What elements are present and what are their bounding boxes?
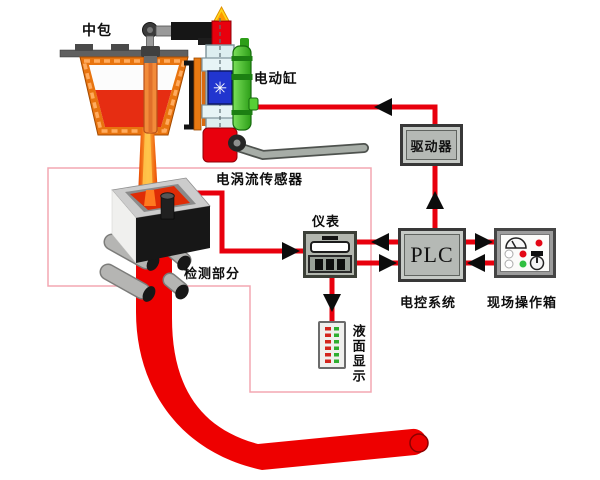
valve-block [207,70,233,105]
level-bars-green [333,327,339,363]
instrument-button [326,258,334,270]
arrow-right-to-plc [379,254,397,272]
mount-bracket [184,60,194,130]
arrow-down-level [323,294,341,312]
plc-box: PLC [398,228,466,282]
instrument-button [315,258,323,270]
mould [111,177,211,264]
eddy-current-sensor-label: 电涡流传感器 [216,172,303,187]
lever-arm-gray [155,25,174,37]
detection-region-outline [47,167,372,393]
flow-arrows [282,98,493,312]
detection-part-label: 检测部分 [184,266,241,281]
electric-cylinder [231,38,259,131]
molten-steel-level [95,90,172,127]
electric-cylinder-label: 电动缸 [254,71,298,86]
instrument-box [303,231,357,278]
strand-end-cap [409,433,429,453]
instrument-label: 仪表 [312,214,341,229]
arrow-up-to-driver [426,191,444,209]
level-display-box [318,321,346,369]
tundish-vessel [59,44,189,136]
indicator-lamp-red [519,250,527,258]
level-display-label: 液面显示 [350,324,366,384]
driver-box: 驱动器 [400,124,463,166]
instrument-top-tab [322,236,338,241]
operation-box-label: 现场操作箱 [487,295,558,310]
cast-strand [136,248,429,470]
impeller-icon: ✳ [213,79,227,99]
instrument-keypad [308,255,352,273]
arrow-right-to-opbox [475,233,493,251]
button-white [504,259,514,269]
indicator-lamp-green [519,260,527,268]
switch-bar [531,251,543,256]
gauge-icon [505,237,527,249]
arrow-right-sensor [282,242,300,260]
column-top-block [211,20,232,46]
instrument-button [337,258,345,270]
arrow-left-to-plc [467,254,485,272]
operation-panel [500,234,550,272]
mount-plate [193,57,202,131]
operation-panel-controls [504,237,545,271]
operation-box [494,228,556,278]
indicator-lamp-red [535,239,543,247]
level-bars-red [325,327,331,363]
plc-label: PLC [404,234,460,276]
lever-mechanism [202,127,369,163]
mount-plate-2 [202,62,206,126]
control-system-label: 电控系统 [400,295,457,310]
line-driver-to-cylinder [250,104,438,126]
button-white [504,249,514,259]
arrow-left-to-instrument [371,233,389,251]
arrow-left-to-cylinder [374,98,392,116]
instrument-display [310,241,350,254]
tundish-label: 中包 [82,22,112,38]
molten-stream [138,128,158,196]
lever-arm-black [171,22,216,40]
driver-label: 驱动器 [406,130,457,160]
stopper-rod-assembly [141,22,218,134]
